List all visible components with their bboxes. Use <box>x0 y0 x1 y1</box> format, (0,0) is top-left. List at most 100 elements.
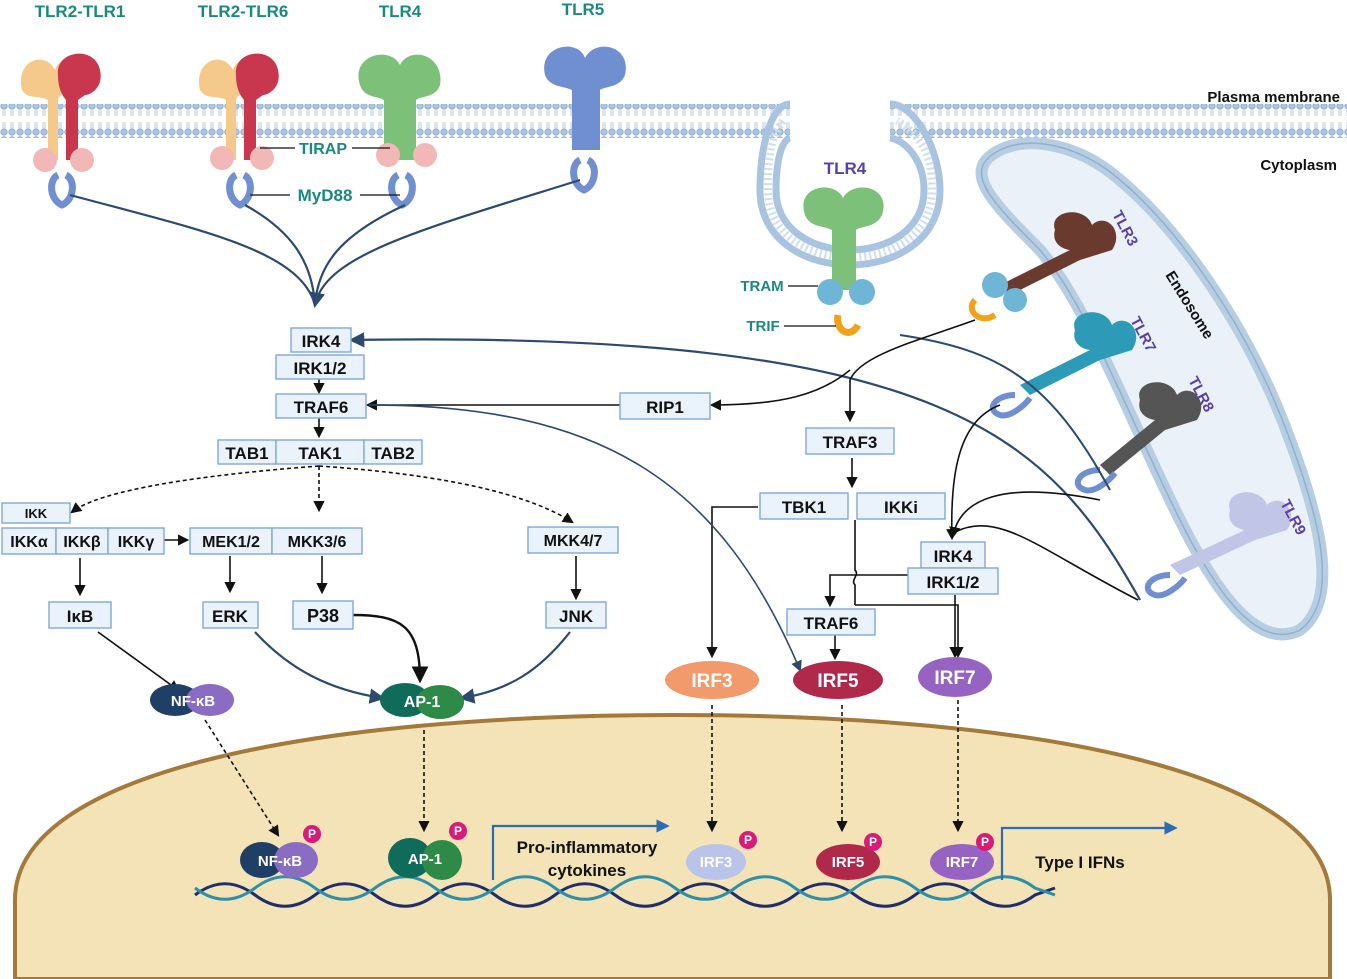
nucleus <box>13 712 1332 979</box>
node-p38: P38 <box>292 600 354 630</box>
endosomal-tlr4-label: TLR4 <box>824 159 867 178</box>
ap1-nucleus: AP-1 P <box>388 822 467 880</box>
svg-text:TBK1: TBK1 <box>782 498 826 517</box>
type-i-ifn-label: Type I IFNs <box>1035 853 1124 872</box>
node-ikb: IκB <box>48 601 112 629</box>
plasma-membrane-label: Plasma membrane <box>1207 89 1340 106</box>
node-rip1: RIP1 <box>619 392 711 420</box>
tlr2-tlr1-label: TLR2-TLR1 <box>35 2 126 21</box>
svg-text:MKK4/7: MKK4/7 <box>544 533 603 550</box>
myd88-label: MyD88 <box>298 186 353 205</box>
svg-text:IKKi: IKKi <box>884 498 918 517</box>
svg-text:IκB: IκB <box>67 607 93 626</box>
svg-text:NF-κB: NF-κB <box>171 693 215 710</box>
endosome-to-irk4-arrow <box>348 332 1141 601</box>
svg-text:TRAF6: TRAF6 <box>804 614 859 633</box>
tlr5-receptor <box>544 46 626 194</box>
nfkb-nucleus: NF-κB P <box>240 825 321 878</box>
tlr5-label: TLR5 <box>562 0 605 19</box>
trif-label: TRIF <box>746 318 779 335</box>
svg-text:IKKα: IKKα <box>10 534 48 551</box>
irf7-nucleus: IRF7 P <box>930 833 994 880</box>
svg-text:IRF3: IRF3 <box>700 854 733 871</box>
svg-text:IRK4: IRK4 <box>934 547 973 566</box>
svg-text:P: P <box>454 824 462 838</box>
svg-text:TAK1: TAK1 <box>298 444 341 463</box>
endosomal-tlr4-receptor <box>803 187 884 336</box>
svg-text:IRK1/2: IRK1/2 <box>294 359 347 378</box>
svg-text:IKK: IKK <box>25 506 48 521</box>
svg-text:IRF7: IRF7 <box>946 854 979 871</box>
tlr9-receptor <box>1144 492 1292 599</box>
tlr2-tlr6-label: TLR2-TLR6 <box>198 2 289 21</box>
node-erk: ERK <box>202 601 259 629</box>
svg-text:IRF5: IRF5 <box>832 854 865 871</box>
svg-text:IKKβ: IKKβ <box>63 534 101 551</box>
svg-text:IRK1/2: IRK1/2 <box>927 573 980 592</box>
svg-text:P: P <box>981 835 989 849</box>
svg-text:NF-κB: NF-κB <box>258 853 302 870</box>
tlr3-receptor <box>968 212 1117 322</box>
node-mkk36: MKK3/6 <box>271 527 363 555</box>
svg-text:IRF5: IRF5 <box>817 671 859 692</box>
node-traf6: TRAF6 <box>275 393 367 419</box>
node-tab1: TAB1 <box>217 439 277 465</box>
myd88-convergence-arrows <box>69 178 581 309</box>
node-jnk: JNK <box>545 601 607 629</box>
svg-text:TRAF3: TRAF3 <box>823 433 878 452</box>
svg-text:TRAF6: TRAF6 <box>294 398 349 417</box>
irf5-nucleus: IRF5 P <box>816 833 882 880</box>
node-ikkb: IKKβ <box>55 527 109 555</box>
node-mek12: MEK1/2 <box>189 527 273 555</box>
irf3-nucleus: IRF3 P <box>686 831 757 880</box>
node-ikka: IKKα <box>1 527 57 555</box>
svg-text:IRF7: IRF7 <box>934 668 975 689</box>
svg-text:MEK1/2: MEK1/2 <box>202 534 260 551</box>
tram-label: TRAM <box>740 278 783 295</box>
tlr4-label: TLR4 <box>379 2 422 21</box>
node-ikk: IKK <box>1 502 71 524</box>
svg-text:RIP1: RIP1 <box>646 398 684 417</box>
node-traf3: TRAF3 <box>805 427 895 455</box>
svg-text:P: P <box>869 835 877 849</box>
nfkb-cytoplasm: NF-κB <box>150 684 234 716</box>
tlr8-receptor <box>1074 382 1202 494</box>
svg-text:P: P <box>308 827 316 841</box>
tirap-label: TIRAP <box>299 141 347 158</box>
svg-text:IRF3: IRF3 <box>691 671 732 692</box>
svg-text:IKKγ: IKKγ <box>118 534 155 551</box>
tlr2-tlr1-receptor <box>20 53 101 209</box>
dna-helix <box>194 875 1056 908</box>
svg-text:AP-1: AP-1 <box>408 851 442 868</box>
tlr7-receptor <box>989 312 1137 419</box>
svg-text:TAB2: TAB2 <box>371 444 414 463</box>
node-mkk47: MKK4/7 <box>527 526 619 554</box>
irf7-cytoplasm: IRF7 <box>918 657 992 697</box>
node-tak1: TAK1 <box>275 439 365 465</box>
node-traf6-trif: TRAF6 <box>786 608 876 636</box>
node-irk4-trif: IRK4 <box>920 541 986 569</box>
svg-text:TAB1: TAB1 <box>225 444 268 463</box>
node-irk12-trif: IRK1/2 <box>907 567 999 595</box>
cytoplasm-label: Cytoplasm <box>1260 157 1337 174</box>
proinflammatory-label-line2: cytokines <box>548 861 626 880</box>
node-tbk1: TBK1 <box>759 492 849 520</box>
irf3-cytoplasm: IRF3 <box>665 661 759 699</box>
tlr8-to-irk4-line <box>899 334 1111 491</box>
proinflammatory-output-arrow <box>491 819 670 880</box>
svg-text:MKK3/6: MKK3/6 <box>288 534 347 551</box>
node-irk12: IRK1/2 <box>275 354 365 380</box>
ap1-cytoplasm: AP-1 <box>380 683 464 719</box>
tlr4-receptor <box>358 54 441 209</box>
node-tab2: TAB2 <box>363 439 423 465</box>
svg-text:JNK: JNK <box>559 607 594 626</box>
svg-text:IRK4: IRK4 <box>302 332 341 351</box>
node-irk4: IRK4 <box>290 327 352 353</box>
node-ikkg: IKKγ <box>107 527 165 555</box>
proinflammatory-label-line1: Pro-inflammatory <box>517 838 658 857</box>
svg-text:P: P <box>744 833 752 847</box>
ifn-output-arrow <box>1000 821 1178 880</box>
node-ikki: IKKi <box>856 492 946 520</box>
